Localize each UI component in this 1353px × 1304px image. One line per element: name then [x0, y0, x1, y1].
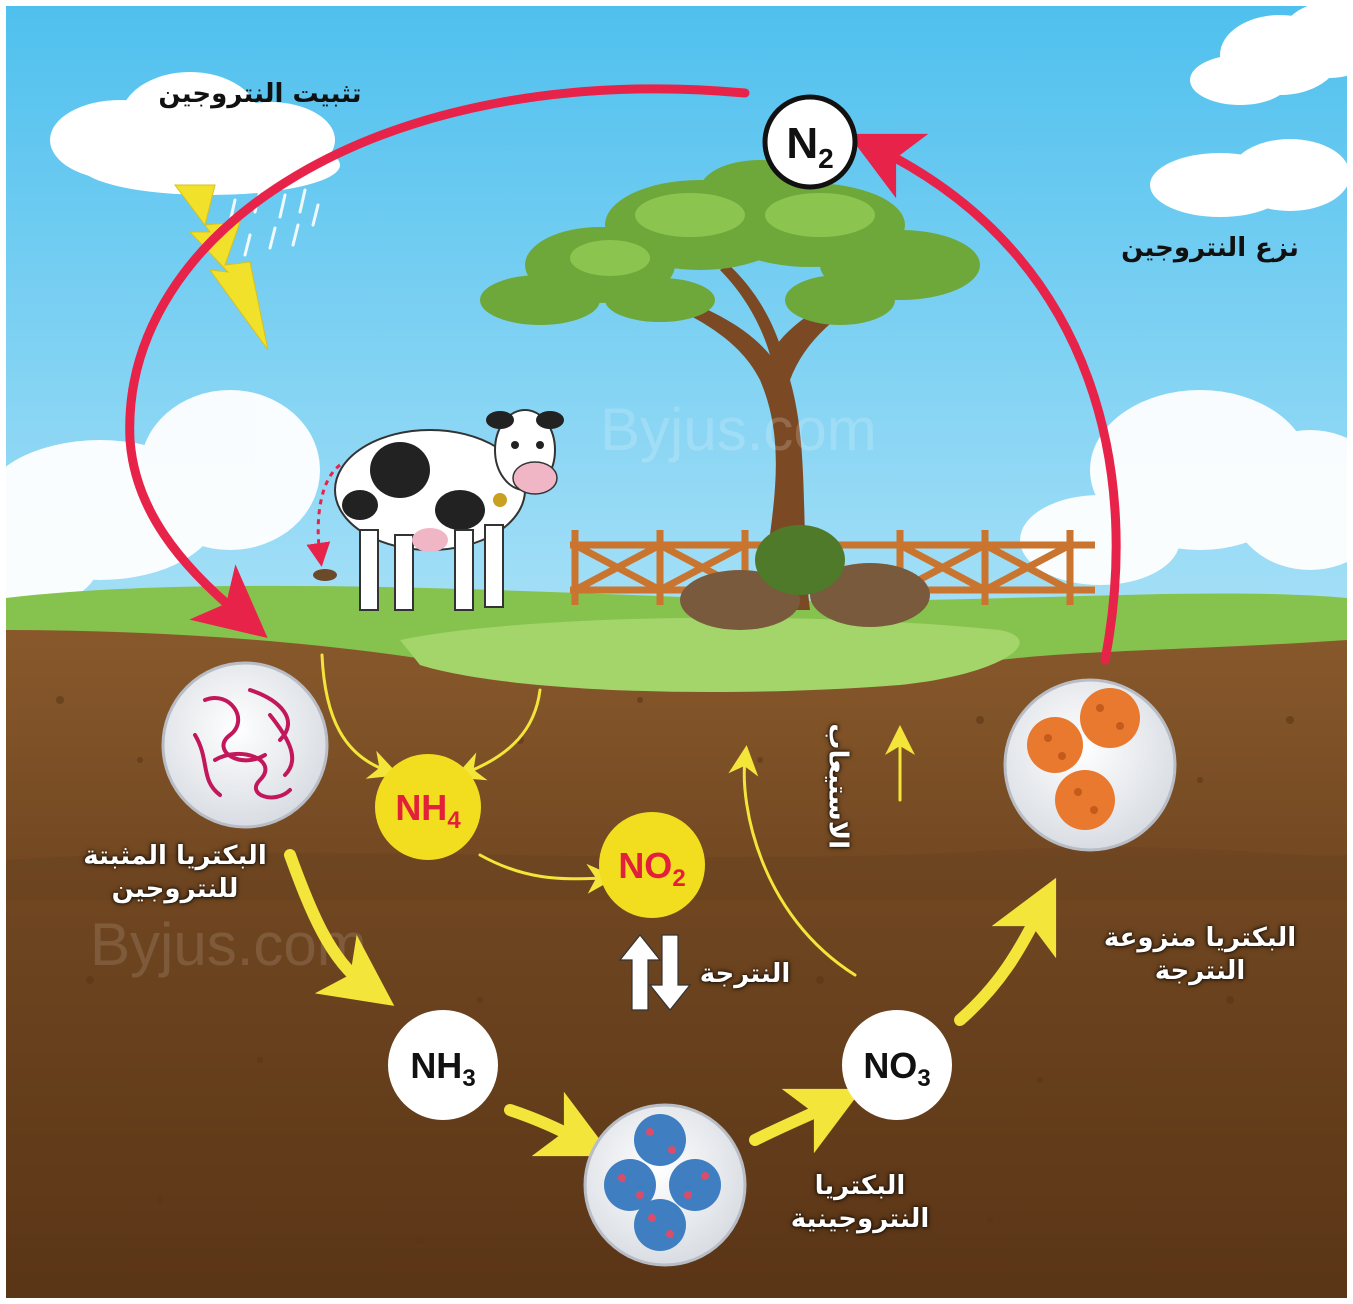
label-fixing-bacteria-line2: للنتروجين [40, 873, 310, 906]
label-nitrogen-fixation: تثبيت النتروجين [120, 78, 400, 111]
svg-text:Byjus.com: Byjus.com [600, 396, 877, 463]
nitrifying-bacteria-circle [585, 1105, 745, 1265]
label-denitrifying-bacteria: البكتريا منزوعة النترجة [1060, 922, 1340, 987]
n2-sub: 2 [818, 143, 834, 174]
label-denitrifying-bacteria-line2: النترجة [1060, 955, 1340, 988]
no2-base: NO [618, 845, 672, 886]
label-nitrifying-bacteria-line1: البكتريا [740, 1170, 980, 1203]
fixing-bacteria-circle [163, 663, 327, 827]
label-denitrifying-bacteria-line1: البكتريا منزوعة [1060, 922, 1340, 955]
denitrifying-bacteria-circle [1005, 680, 1175, 850]
n2-base: N [786, 119, 818, 168]
label-denitrification: نزع النتروجين [1090, 232, 1330, 265]
nh4-base: NH [395, 787, 447, 828]
label-fixing-bacteria: البكتريا المثبتة للنتروجين [40, 840, 310, 905]
nh3-base: NH [410, 1045, 462, 1086]
nh3-sub: 3 [462, 1065, 475, 1092]
label-fixing-bacteria-line1: البكتريا المثبتة [40, 840, 310, 873]
no2-sub: 2 [672, 865, 685, 892]
label-nitrification: النترجة [690, 958, 800, 991]
nh4-sub: 4 [447, 807, 461, 834]
label-nitrifying-bacteria-line2: النتروجينية [740, 1203, 980, 1236]
label-assimilation: الاستيعاب [821, 701, 854, 871]
no3-base: NO [863, 1045, 917, 1086]
label-nitrifying-bacteria: البكتريا النتروجينية [740, 1170, 980, 1235]
no3-sub: 3 [917, 1065, 930, 1092]
